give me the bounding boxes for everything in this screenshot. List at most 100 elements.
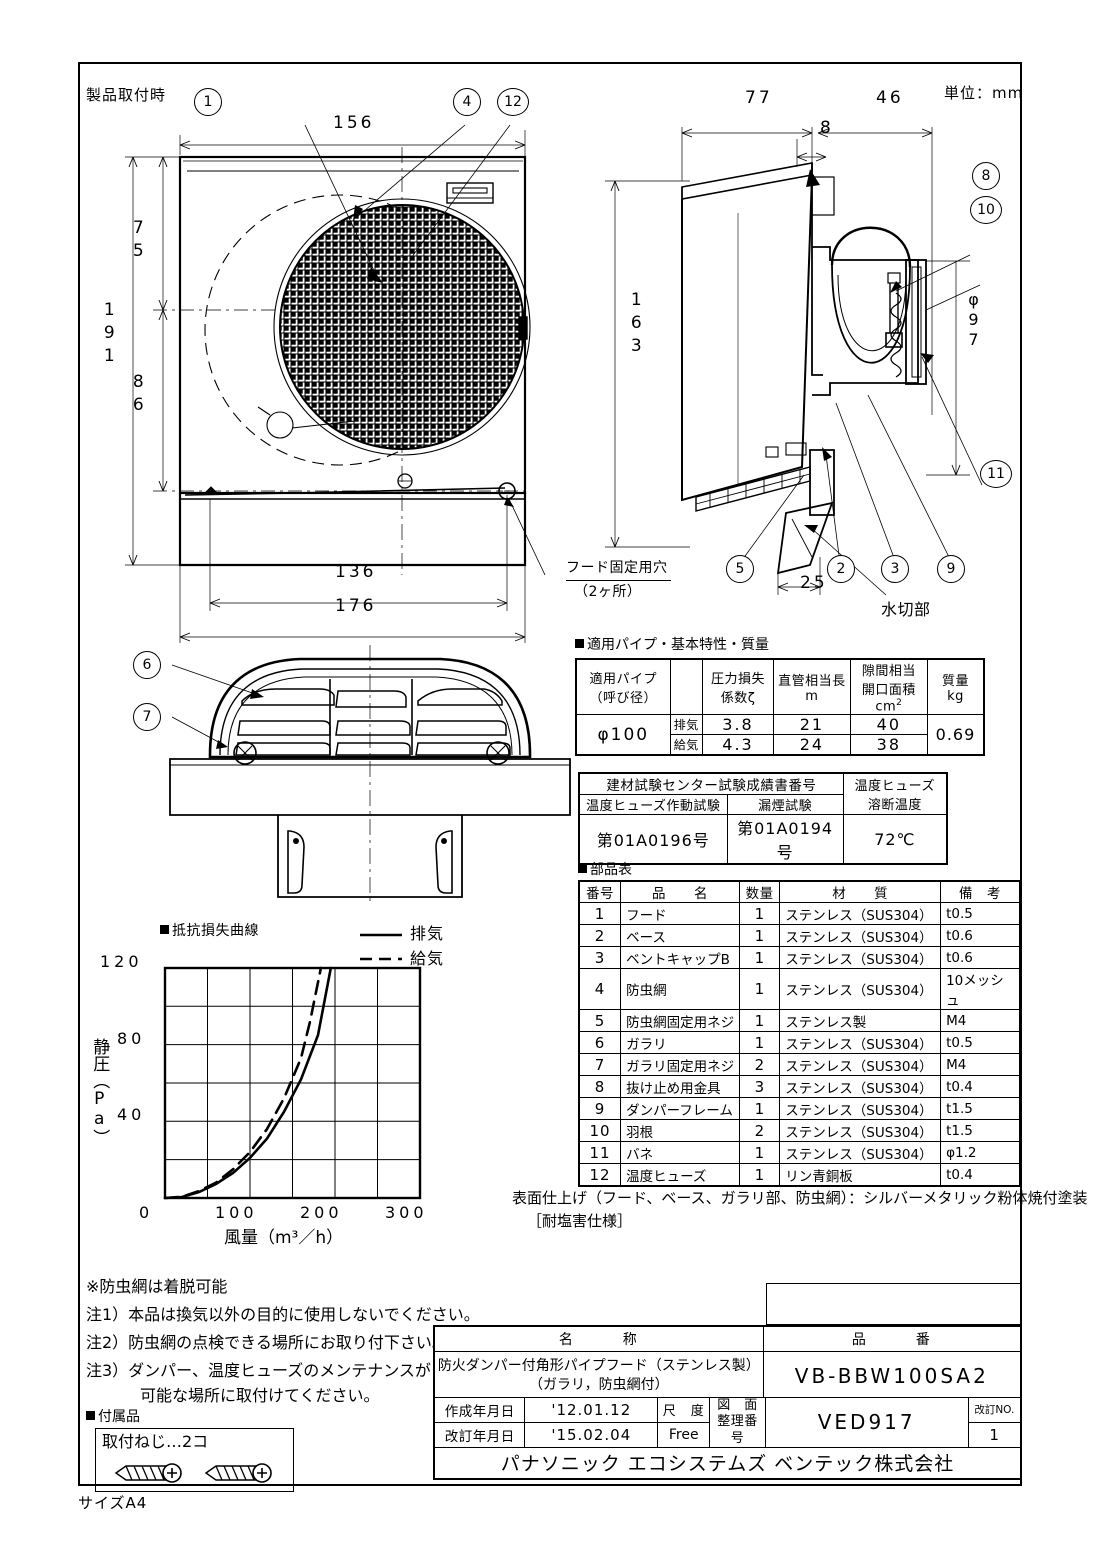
chart-xtick-0: 0 [139,1203,152,1222]
parts-col-no: 番号 [578,880,622,903]
revised-date-label: 改訂年月日 [433,1421,526,1448]
test-value-fuse-temp: 72℃ [842,814,948,865]
parts-cell-remark: M4 [940,1009,1021,1032]
test-value-smoke: 第01A0194号 [726,814,844,865]
parts-cell-no: 2 [578,924,622,947]
chart-plot [155,958,435,1213]
parts-cell-no: 10 [578,1119,622,1142]
title-name-header: 名 称 [433,1325,764,1352]
pipe-mass-value: 0.69 [926,714,985,756]
chart-ytick-40: 40 [117,1105,146,1124]
parts-cell-no: 6 [578,1031,622,1054]
front-dim-75: 75 [128,218,149,264]
callout-9: 9 [937,555,965,583]
callout-5: 5 [726,555,754,583]
legend-label-supply: 給気 [410,949,445,968]
revision-label: 改訂NO. [967,1397,1022,1423]
side-dim-8: 8 [820,118,834,138]
note-3-line1: 注3）ダンパー、温度ヒューズのメンテナンスが [86,1361,431,1380]
parts-cell-qty: 1 [738,1097,781,1120]
unit-note: 単位：mm [944,84,1024,102]
parts-cell-qty: 1 [738,924,781,947]
parts-cell-material: ステンレス（SUS304） [779,1075,942,1098]
parts-cell-remark: t0.5 [940,902,1021,925]
drawing-no-label: 図 面 整理番号 [709,1397,766,1448]
bullet-square-icon [160,925,169,934]
parts-cell-material: ステンレス製 [779,1009,942,1032]
parts-cell-no: 9 [578,1097,622,1120]
chart-xlabel: 風量（m³／h） [224,1228,344,1248]
parts-cell-no: 3 [578,946,622,969]
test-subheader-smoke: 漏煙試験 [726,794,844,815]
parts-cell-name: 防虫網 [620,968,740,1010]
chart-xtick-300: 300 [385,1203,428,1222]
table-row: 名 称 品 番 [433,1325,1022,1352]
parts-cell-remark: t0.5 [940,1031,1021,1054]
side-dim-46: 46 [876,88,904,108]
parts-cell-material: ステンレス（SUS304） [779,1097,942,1120]
parts-cell-no: 4 [578,968,622,1010]
revision-number: 1 [967,1421,1022,1448]
chart-xtick-100: 100 [215,1203,258,1222]
hood-hole-note-line2: （2ヶ所） [574,584,642,600]
pipe-area-exhaust: 40 [849,714,928,736]
parts-cell-name: ベントキャップB [620,946,740,969]
pipe-length-supply: 24 [773,734,851,756]
parts-cell-material: ステンレス（SUS304） [779,968,942,1010]
chart-ytick-80: 80 [117,1029,146,1048]
table-row: 給気 4.3 24 38 [576,734,984,756]
title-model-number: VB-BBW100SA2 [762,1351,1022,1402]
note-3-line2: 可能な場所に取付けてください。 [140,1386,380,1405]
parts-cell-name: 防虫網固定用ネジ [620,1009,740,1032]
front-dim-176: 176 [335,596,377,616]
bullet-square-icon [578,864,587,873]
drawing-sheet-border [78,62,1022,1486]
parts-cell-qty: 1 [738,902,781,925]
table-row: φ100 排気 3.8 21 40 0.69 [575,714,985,756]
table-row: 建材試験センター試験成績書番号 温度ヒューズ 溶断温度 [578,772,948,815]
parts-cell-remark: t0.4 [940,1163,1021,1187]
parts-cell-remark: t0.6 [940,924,1021,947]
install-state-note: 製品取付時 [86,86,167,104]
title-model-header: 品 番 [762,1325,1022,1352]
pipe-table-caption: 適用パイプ・基本特性・質量 [575,637,769,655]
parts-col-remark: 備 考 [940,880,1021,903]
side-dim-163: 163 [626,290,647,359]
side-dim-phi97: φ97 [964,290,983,350]
title-product-name: 防火ダンパー付角形パイプフード（ステンレス製） （ガラリ，防虫網付） [433,1351,764,1402]
callout-2: 2 [827,555,855,583]
title-block-meta-table: 作成年月日 '12.01.12 尺 度 図 面 整理番号 VED917 改訂NO… [433,1397,1022,1480]
drawing-number-value: VED917 [764,1397,969,1448]
parts-cell-material: ステンレス（SUS304） [779,1031,942,1054]
created-date-label: 作成年月日 [433,1397,526,1423]
parts-cell-remark: t1.5 [940,1119,1021,1142]
parts-cell-remark: φ1.2 [940,1141,1021,1164]
pipe-zeta-exhaust: 3.8 [702,714,774,736]
parts-cell-no: 11 [578,1141,622,1164]
section-view-drawing [605,95,1030,635]
scale-value: Free [657,1421,711,1448]
callout-6: 6 [133,651,161,679]
parts-cell-name: 温度ヒューズ [620,1163,740,1187]
table-row: パナソニック エコシステムズ ベンテック株式会社 [433,1446,1022,1480]
side-dim-77: 77 [745,88,773,108]
accessories-item-label: 取付ねじ…2コ [102,1432,209,1451]
front-dim-136: 136 [335,562,377,582]
parts-cell-name: ガラリ [620,1031,740,1054]
title-block-empty-box [766,1283,1022,1325]
parts-cell-material: ステンレス（SUS304） [779,902,942,925]
table-header-row: 番号 品 名 数量 材 質 備 考 [578,880,1021,903]
parts-cell-material: リン青銅板 [779,1163,942,1187]
pipe-zeta-supply: 4.3 [702,734,774,756]
pipe-mode-supply: 給気 [669,734,704,756]
front-dim-191: 191 [99,300,120,369]
